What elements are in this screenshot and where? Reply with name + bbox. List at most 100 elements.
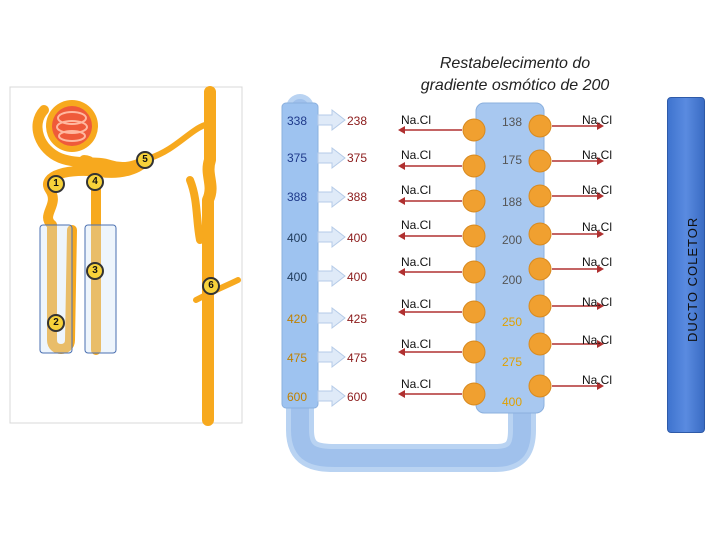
collecting-duct-label: DUCTO COLETOR: [685, 216, 700, 342]
pump-cell-right-2: [528, 149, 552, 173]
pump-cell-right-7: [528, 332, 552, 356]
nacl-arrow-right-head-7: [597, 340, 604, 348]
nacl-arrow-right-head-5: [597, 265, 604, 273]
descending-value-3: 388: [287, 190, 308, 204]
pump-cell-left-2: [462, 154, 486, 178]
nacl-left-label-1: Na.Cl: [401, 113, 432, 127]
nacl-arrow-left-head-1: [398, 126, 405, 134]
descending-value-8: 600: [287, 390, 308, 404]
pump-cell-left-8: [462, 382, 486, 406]
interstitial-value-2: 375: [347, 151, 368, 165]
water-arrow-1: [317, 108, 346, 132]
ascending-value-6: 250: [502, 315, 523, 329]
nacl-arrow-right-head-3: [597, 192, 604, 200]
water-arrow-8: [317, 384, 346, 408]
title-line-1: Restabelecimento do: [439, 55, 591, 72]
ascending-value-7: 275: [502, 355, 523, 369]
descending-value-4: 400: [287, 231, 308, 245]
ascending-limb-block: [475, 102, 545, 414]
nacl-right-label-8: Na.Cl: [582, 373, 613, 387]
water-arrow-4: [317, 225, 346, 249]
nacl-right-label-7: Na.Cl: [582, 333, 613, 347]
descending-value-6: 420: [287, 312, 308, 326]
nacl-left-label-6: Na.Cl: [401, 297, 432, 311]
descending-value-2: 375: [287, 151, 308, 165]
nephron-segment-number-5: 5: [136, 151, 154, 169]
descending-value-7: 475: [287, 351, 308, 365]
ascending-value-1: 138: [502, 115, 523, 129]
nacl-arrow-left-head-6: [398, 308, 405, 316]
nephron-segment-number-4: 4: [86, 173, 104, 191]
pump-cell-right-6: [528, 294, 552, 318]
interstitial-value-6: 425: [347, 312, 368, 326]
nacl-right-label-5: Na.Cl: [582, 255, 613, 269]
descending-value-5: 400: [287, 270, 308, 284]
collecting-duct: [667, 97, 705, 433]
pump-cell-right-5: [528, 257, 552, 281]
water-arrow-3: [317, 185, 346, 209]
pump-cell-left-3: [462, 189, 486, 213]
nacl-arrow-left-head-2: [398, 162, 405, 170]
collecting-tubule: [202, 86, 217, 426]
nacl-arrow-left-head-7: [398, 348, 405, 356]
nacl-left-label-8: Na.Cl: [401, 377, 432, 391]
descending-value-1: 338: [287, 114, 308, 128]
nacl-arrow-left-head-3: [398, 197, 405, 205]
pump-cell-left-5: [462, 260, 486, 284]
nacl-arrow-right-head-4: [597, 230, 604, 238]
pump-cell-left-7: [462, 340, 486, 364]
nacl-left-label-4: Na.Cl: [401, 218, 432, 232]
nephron-segment-number-1: 1: [47, 175, 65, 193]
interstitial-value-1: 238: [347, 114, 368, 128]
ascending-value-2: 175: [502, 153, 523, 167]
pump-cell-left-1: [462, 118, 486, 142]
ascending-value-8: 400: [502, 395, 523, 409]
nacl-arrow-right-head-6: [597, 302, 604, 310]
small-branch: [193, 277, 241, 303]
nacl-right-label-6: Na.Cl: [582, 295, 613, 309]
nacl-right-label-4: Na.Cl: [582, 220, 613, 234]
interstitial-value-5: 400: [347, 270, 368, 284]
nacl-arrow-left-head-8: [398, 390, 405, 398]
loop-tube: [286, 94, 536, 472]
pump-cell-right-8: [528, 374, 552, 398]
ascending-value-5: 200: [502, 273, 523, 287]
diagram-title: Restabelecimento do gradiente osmótico d…: [395, 53, 635, 97]
water-arrow-5: [317, 264, 346, 288]
water-arrow-7: [317, 345, 346, 369]
connecting-segment: [147, 122, 208, 161]
pump-cell-right-4: [528, 222, 552, 246]
nephron-segment-number-2: 2: [47, 314, 65, 332]
interstitial-value-8: 600: [347, 390, 368, 404]
glomerulus: [46, 100, 98, 152]
nacl-left-label-7: Na.Cl: [401, 337, 432, 351]
interstitial-value-4: 400: [347, 231, 368, 245]
ascending-value-4: 200: [502, 233, 523, 247]
nacl-arrow-left-head-4: [398, 232, 405, 240]
descending-limb-box: [39, 224, 73, 354]
water-arrow-2: [317, 146, 346, 170]
ascending-limb-box: [84, 224, 117, 354]
pump-cell-left-6: [462, 300, 486, 324]
nacl-right-label-1: Na.Cl: [582, 113, 613, 127]
water-arrow-6: [317, 306, 346, 330]
nacl-arrow-right-head-1: [597, 122, 604, 130]
nacl-left-label-2: Na.Cl: [401, 148, 432, 162]
interstitial-value-3: 388: [347, 190, 368, 204]
nacl-arrow-right-head-8: [597, 382, 604, 390]
nephron-segment-number-3: 3: [86, 262, 104, 280]
nacl-right-label-2: Na.Cl: [582, 148, 613, 162]
descending-limb: [281, 102, 319, 409]
pump-cell-left-4: [462, 224, 486, 248]
pump-cell-right-1: [528, 114, 552, 138]
collecting-branch: [186, 176, 204, 244]
nacl-arrow-left-head-5: [398, 268, 405, 276]
nephron-segment-number-6: 6: [202, 277, 220, 295]
pump-cell-right-3: [528, 184, 552, 208]
nacl-right-label-3: Na.Cl: [582, 183, 613, 197]
interstitial-value-7: 475: [347, 351, 368, 365]
nacl-left-label-3: Na.Cl: [401, 183, 432, 197]
nacl-left-label-5: Na.Cl: [401, 255, 432, 269]
nacl-arrow-right-head-2: [597, 157, 604, 165]
